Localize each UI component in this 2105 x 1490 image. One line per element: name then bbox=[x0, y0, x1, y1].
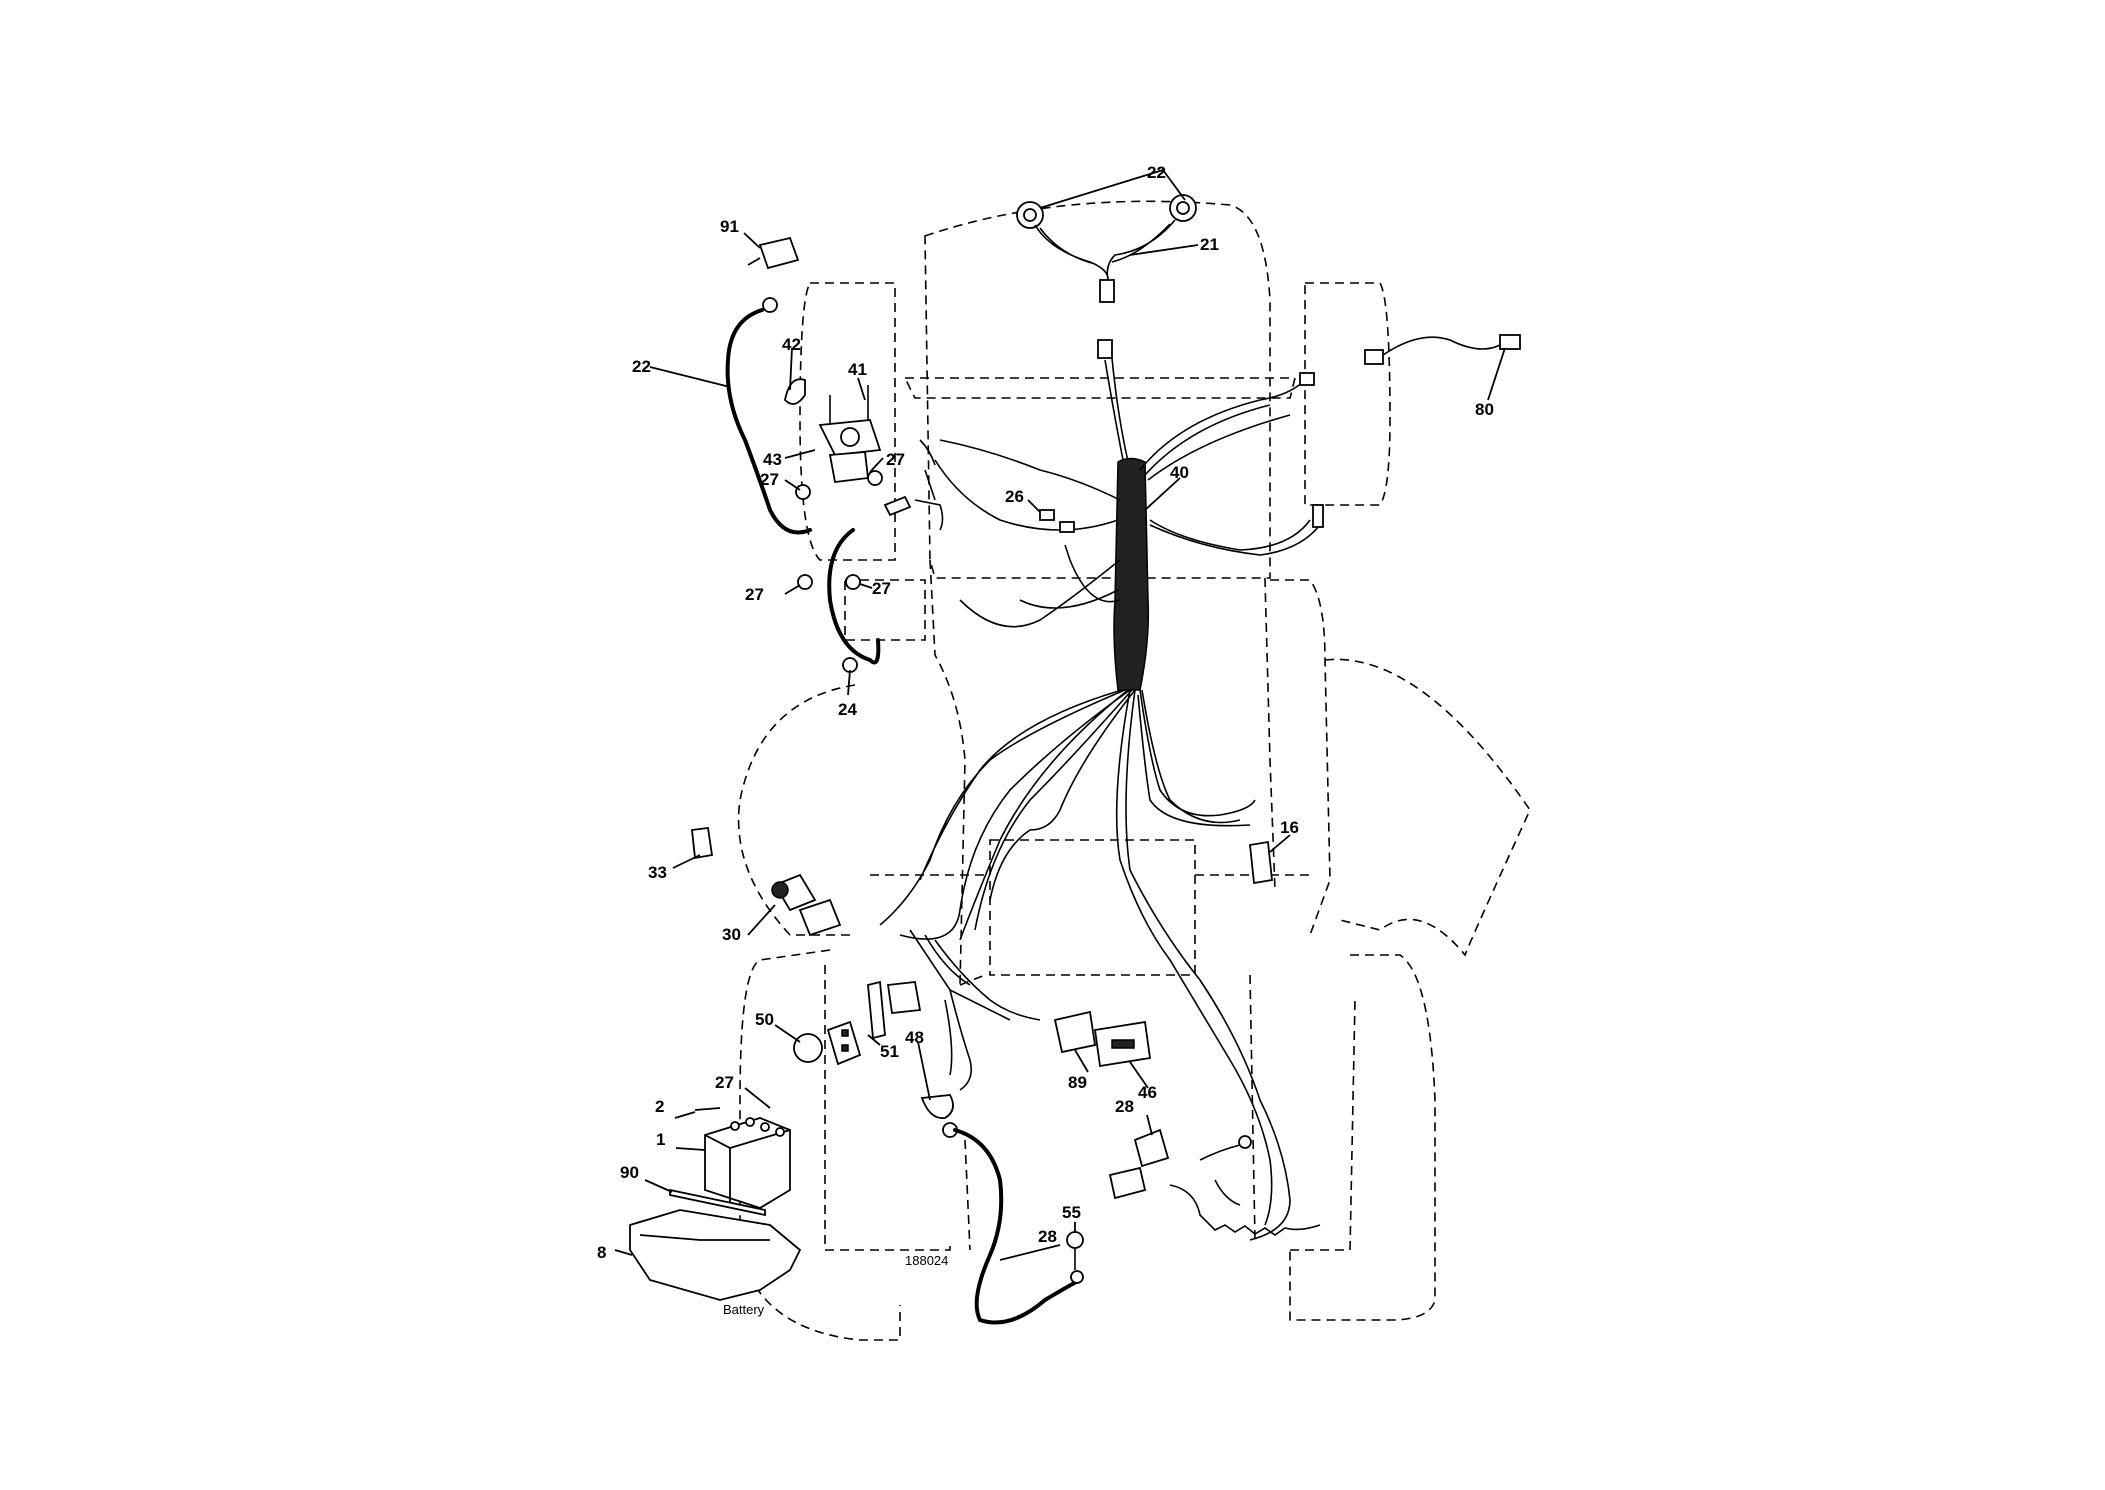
callout-27-c: 27 bbox=[745, 585, 764, 604]
frame-right-rail bbox=[1264, 578, 1276, 891]
bolt-2 bbox=[694, 1107, 721, 1111]
bolt-41 bbox=[829, 385, 869, 425]
seat-switch-29 bbox=[1133, 1128, 1170, 1168]
cable-24-terminal-top bbox=[762, 297, 778, 313]
callout-89: 89 bbox=[1068, 1073, 1087, 1092]
nut-27-b bbox=[867, 470, 883, 486]
callout-27-d: 27 bbox=[872, 579, 891, 598]
frame-left-rail bbox=[929, 559, 966, 986]
connector-80-plug-left bbox=[1364, 349, 1384, 365]
callout-8: 8 bbox=[597, 1243, 606, 1262]
hood-outline bbox=[924, 200, 1271, 579]
callout-22: 22 bbox=[1147, 163, 1166, 182]
ignition-switch-30 bbox=[771, 873, 842, 937]
key-33 bbox=[691, 826, 714, 860]
connector-80 bbox=[1299, 334, 1521, 528]
leader-lines bbox=[614, 169, 1506, 1261]
front-right-wheel-outline bbox=[1304, 282, 1391, 506]
callout-27-a: 27 bbox=[886, 450, 905, 469]
mid-frame-outline bbox=[844, 579, 926, 641]
nut-27-d bbox=[845, 574, 861, 590]
bolt-55 bbox=[1066, 1231, 1084, 1249]
callout-24: 22 bbox=[632, 357, 651, 376]
hold-down-91 bbox=[669, 1188, 766, 1217]
battery-tray-8 bbox=[629, 1209, 802, 1301]
harness-conduit bbox=[1113, 457, 1150, 691]
callout-40: 40 bbox=[1170, 463, 1189, 482]
ground-cable-28 bbox=[953, 1128, 1082, 1325]
coiled-cord bbox=[1169, 1184, 1321, 1236]
callout-46: 46 bbox=[1138, 1083, 1157, 1102]
battery-tray-text: Battery bbox=[723, 1302, 765, 1317]
front-frame-outline bbox=[903, 377, 1297, 399]
battery-assembly: Battery bbox=[629, 1107, 802, 1317]
callout-28: 28 bbox=[1038, 1227, 1057, 1246]
cable-25-terminal bbox=[842, 657, 858, 673]
headlight-plug bbox=[1099, 279, 1115, 303]
headlight-wire bbox=[1034, 219, 1176, 283]
rear-right-wheel-outline bbox=[1289, 954, 1436, 1321]
bracket-89 bbox=[1053, 1010, 1097, 1054]
callout-50: 50 bbox=[755, 1010, 774, 1029]
seat-switch-connector bbox=[1108, 1166, 1147, 1200]
callout-91: 90 bbox=[620, 1163, 639, 1182]
figure-id: 188024 bbox=[905, 1253, 948, 1268]
solenoid-90-cover bbox=[758, 236, 800, 270]
callout-90: 91 bbox=[720, 217, 739, 236]
callout-51: 51 bbox=[880, 1042, 899, 1061]
callout-27-b: 27 bbox=[760, 470, 779, 489]
callout-2: 2 bbox=[655, 1097, 664, 1116]
callout-27-e: 27 bbox=[715, 1073, 734, 1092]
callout-55: 55 bbox=[1062, 1203, 1081, 1222]
rear-deck-outline bbox=[959, 974, 1256, 1251]
connector-80-plug-right bbox=[1499, 334, 1521, 350]
solenoid-43-base bbox=[828, 451, 869, 483]
callout-80: 80 bbox=[1475, 400, 1494, 419]
pto-switch-50 bbox=[793, 1020, 862, 1066]
callout-48: 48 bbox=[905, 1028, 924, 1047]
solenoid-assembly bbox=[725, 236, 912, 673]
boot-42 bbox=[784, 378, 806, 405]
callout-42: 42 bbox=[782, 335, 801, 354]
callout-16: 16 bbox=[1280, 818, 1299, 837]
fuse-holder bbox=[883, 495, 912, 517]
callout-30: 30 bbox=[722, 925, 741, 944]
rear-fender-right-outline bbox=[1324, 658, 1531, 957]
callout-21: 21 bbox=[1200, 235, 1219, 254]
cable-25 bbox=[827, 528, 881, 665]
callout-41: 41 bbox=[848, 360, 867, 379]
callout-26: 26 bbox=[1005, 487, 1024, 506]
fender-right-outline bbox=[1270, 579, 1331, 936]
nut-27-c bbox=[797, 574, 813, 590]
switch-16 bbox=[1249, 840, 1273, 885]
seat-deck-outline bbox=[989, 839, 1196, 976]
switch-26 bbox=[1039, 509, 1075, 533]
callout-33: 33 bbox=[648, 863, 667, 882]
main-harness bbox=[879, 357, 1321, 1241]
connector-block bbox=[886, 981, 922, 1014]
callout-labels: 22 21 91 22 42 41 43 27 27 27 27 24 26 4… bbox=[597, 163, 1494, 1268]
callout-25: 24 bbox=[838, 700, 857, 719]
callout-43: 43 bbox=[763, 450, 782, 469]
cable-24 bbox=[725, 308, 812, 535]
front-left-wheel-outline bbox=[799, 282, 896, 561]
callout-1: 1 bbox=[656, 1130, 665, 1149]
nut-27-a bbox=[795, 484, 811, 500]
callout-29: 28 bbox=[1115, 1097, 1134, 1116]
rear-frame-outline bbox=[824, 965, 1356, 1251]
headlight-assembly bbox=[1016, 194, 1197, 359]
boot-48 bbox=[920, 1094, 954, 1120]
headlight-socket bbox=[1097, 339, 1113, 359]
bezel-51 bbox=[867, 980, 886, 1040]
